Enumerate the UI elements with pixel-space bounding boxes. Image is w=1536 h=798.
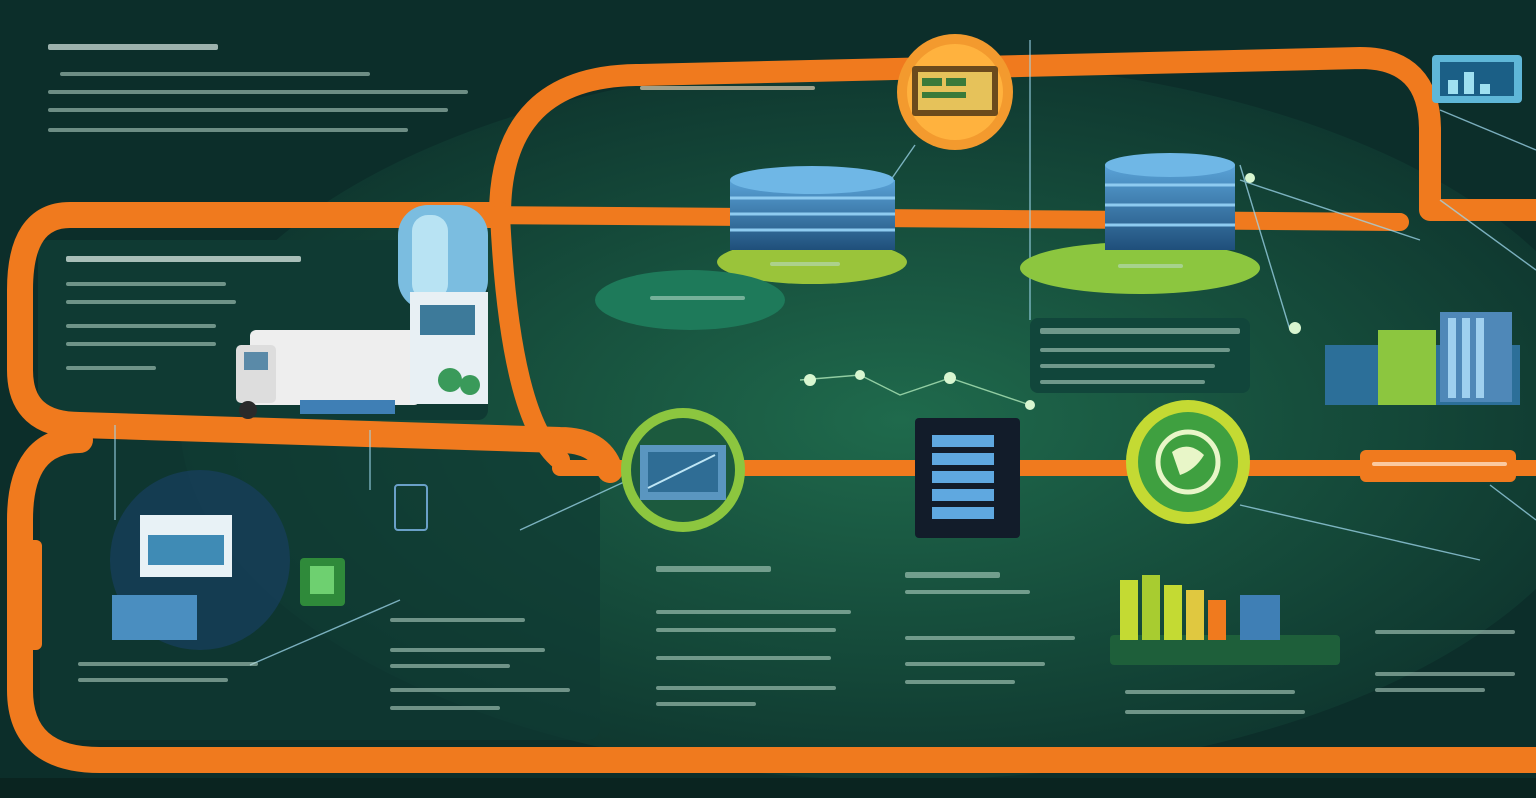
col-b-title — [656, 566, 771, 572]
col-b-line — [656, 656, 831, 660]
right-tab-label-bar — [1372, 462, 1507, 466]
info-card-center-right — [1030, 318, 1250, 393]
right-tab — [1360, 450, 1516, 482]
connector — [1239, 164, 1291, 331]
center-card-line — [1040, 380, 1205, 384]
center-card-title — [1040, 328, 1240, 334]
container-icon — [394, 484, 428, 531]
caption-line — [1118, 264, 1183, 268]
battery-cells-icon — [1110, 575, 1340, 665]
col-a-line — [390, 618, 525, 622]
intro-text-line — [48, 90, 468, 94]
cloud-icon — [595, 270, 785, 330]
connector — [1439, 109, 1536, 151]
bottom-edge — [0, 778, 1536, 798]
left-panel-title-bar — [66, 256, 301, 262]
col-a-line — [390, 664, 510, 668]
left-panel-line — [66, 324, 216, 328]
caption-line — [650, 296, 745, 300]
connector — [1239, 504, 1481, 561]
left-panel-line — [66, 366, 156, 370]
factory-icon — [1325, 312, 1520, 405]
track-top-label-bar — [640, 86, 815, 90]
server-rack-icon — [915, 418, 1020, 538]
bottom-caption — [78, 662, 258, 666]
track-center-bend — [490, 205, 570, 470]
connector — [1239, 179, 1421, 241]
col-a-line — [390, 688, 570, 692]
col-b-line — [656, 610, 851, 614]
col-c-line — [905, 636, 1075, 640]
track-upper-mid — [471, 206, 1409, 231]
bottom-caption — [78, 678, 228, 682]
col-d-line — [1125, 690, 1295, 694]
col-c-line — [905, 662, 1045, 666]
center-card-line — [1040, 348, 1230, 352]
network-nodes — [804, 173, 1301, 410]
dashboard-icon — [897, 34, 1013, 150]
col-e-line — [1375, 630, 1515, 634]
truck-icon — [236, 292, 488, 419]
track-outer-top — [489, 47, 1536, 226]
connector — [1439, 199, 1536, 271]
track-left-loop — [7, 202, 623, 483]
intro-text-line — [48, 108, 448, 112]
recycle-bin-icon — [300, 558, 345, 606]
header-underline — [48, 44, 218, 50]
connector — [249, 599, 401, 666]
col-c-title — [905, 572, 1000, 578]
globe-leaf-icon — [1126, 400, 1250, 524]
storage-tank-icon — [398, 205, 488, 310]
database-icon — [717, 166, 907, 284]
database-icon — [1020, 153, 1260, 294]
col-b-line — [656, 628, 836, 632]
left-panel-line — [66, 300, 236, 304]
track-bottom-loop — [7, 427, 1536, 773]
signal-line — [799, 374, 1031, 406]
col-d-line — [1125, 710, 1305, 714]
intro-text-line — [48, 128, 408, 132]
laptop-dashboard-icon — [110, 470, 290, 650]
col-a-line — [390, 648, 545, 652]
col-b-line — [656, 686, 836, 690]
side-tab — [14, 540, 42, 650]
col-e-line — [1375, 688, 1485, 692]
left-panel-line — [66, 342, 216, 346]
chart-monitor-icon — [1432, 55, 1522, 103]
connector — [1489, 484, 1536, 521]
left-panel-line — [66, 282, 226, 286]
col-c-line — [905, 590, 1030, 594]
col-b-line — [656, 702, 756, 706]
monitor-icon — [621, 408, 745, 532]
col-a-line — [390, 706, 500, 710]
col-c-line — [905, 680, 1015, 684]
center-card-line — [1040, 364, 1215, 368]
caption-line — [770, 262, 840, 266]
intro-text-line — [60, 72, 370, 76]
col-e-line — [1375, 672, 1515, 676]
